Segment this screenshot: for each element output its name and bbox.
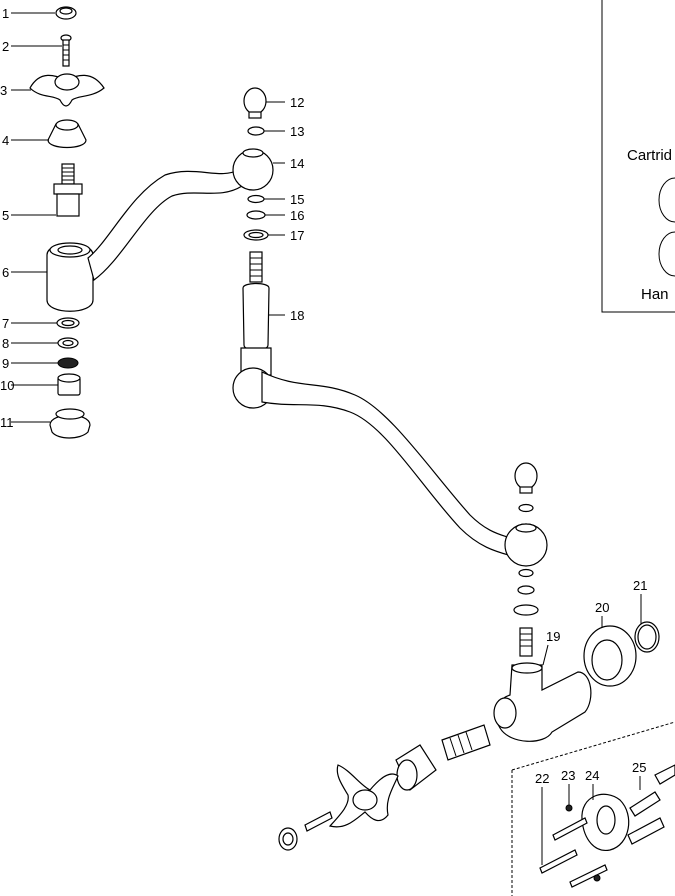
part-20-flange bbox=[583, 625, 637, 687]
upper-spout-arm bbox=[87, 169, 243, 281]
part-23-nuts bbox=[565, 804, 601, 882]
label-22: 22 bbox=[535, 771, 549, 786]
bottom-cap bbox=[278, 827, 298, 851]
part-9-washer bbox=[57, 357, 79, 369]
label-9: 9 bbox=[2, 356, 9, 371]
part-18-column bbox=[240, 251, 272, 376]
label-7: 7 bbox=[2, 316, 9, 331]
label-12: 12 bbox=[290, 95, 304, 110]
part-24-mount-plate bbox=[581, 793, 630, 851]
part-25-wall-plugs bbox=[627, 764, 675, 845]
leader-lines bbox=[11, 12, 642, 865]
part-11-aerator bbox=[49, 408, 91, 439]
label-19: 19 bbox=[546, 629, 560, 644]
bottom-screw bbox=[304, 811, 333, 832]
wall-plane bbox=[511, 721, 675, 896]
label-6: 6 bbox=[2, 265, 9, 280]
label-8: 8 bbox=[2, 336, 9, 351]
label-14: 14 bbox=[290, 156, 304, 171]
part-2-screw bbox=[60, 34, 72, 67]
part-14-ball-joint bbox=[232, 148, 274, 191]
part-6-body bbox=[46, 242, 94, 312]
part-16-ring bbox=[246, 210, 266, 220]
bottom-cross-handle bbox=[328, 764, 399, 828]
lower-rings bbox=[513, 503, 539, 616]
inset-handle-text: Han bbox=[641, 286, 669, 303]
label-3: 3 bbox=[0, 83, 7, 98]
lower-cartridge bbox=[519, 627, 533, 657]
part-7-ring bbox=[56, 317, 80, 329]
lower-ball-joint bbox=[504, 523, 548, 567]
inset-cartridge-text: Cartrid bbox=[627, 147, 672, 164]
bottom-cartridge bbox=[441, 724, 491, 761]
label-15: 15 bbox=[290, 192, 304, 207]
label-25: 25 bbox=[632, 760, 646, 775]
lower-knob bbox=[514, 462, 538, 494]
part-22-screws bbox=[539, 817, 608, 888]
label-10: 10 bbox=[0, 378, 14, 393]
label-24: 24 bbox=[585, 768, 599, 783]
part-10-nut bbox=[57, 373, 81, 396]
part-13-ring bbox=[247, 126, 265, 136]
part-12-knob bbox=[243, 87, 267, 119]
label-13: 13 bbox=[290, 124, 304, 139]
part-15-ring bbox=[247, 194, 265, 204]
label-16: 16 bbox=[290, 208, 304, 223]
label-11: 11 bbox=[0, 415, 14, 430]
part-19-valve-body bbox=[493, 662, 592, 742]
label-17: 17 bbox=[290, 228, 304, 243]
part-17-ring bbox=[243, 229, 269, 241]
label-1: 1 bbox=[2, 6, 9, 21]
part-4-bell-cap bbox=[47, 119, 87, 149]
part-1-cap bbox=[55, 6, 77, 20]
label-23: 23 bbox=[561, 768, 575, 783]
inset-box: Cartrid Han bbox=[601, 0, 675, 313]
label-20: 20 bbox=[595, 600, 609, 615]
part-8-ring bbox=[57, 337, 79, 349]
lower-spout-arm bbox=[232, 367, 516, 557]
label-21: 21 bbox=[633, 578, 647, 593]
label-5: 5 bbox=[2, 208, 9, 223]
bottom-bell-cap bbox=[395, 744, 437, 791]
part-5-cartridge bbox=[53, 163, 83, 217]
label-4: 4 bbox=[2, 133, 9, 148]
part-3-cross-handle bbox=[29, 73, 105, 107]
label-2: 2 bbox=[2, 39, 9, 54]
part-21-o-ring bbox=[634, 621, 660, 653]
label-18: 18 bbox=[290, 308, 304, 323]
part-labels: 1 2 3 4 5 6 7 8 9 10 11 12 13 14 15 16 1… bbox=[0, 6, 647, 786]
